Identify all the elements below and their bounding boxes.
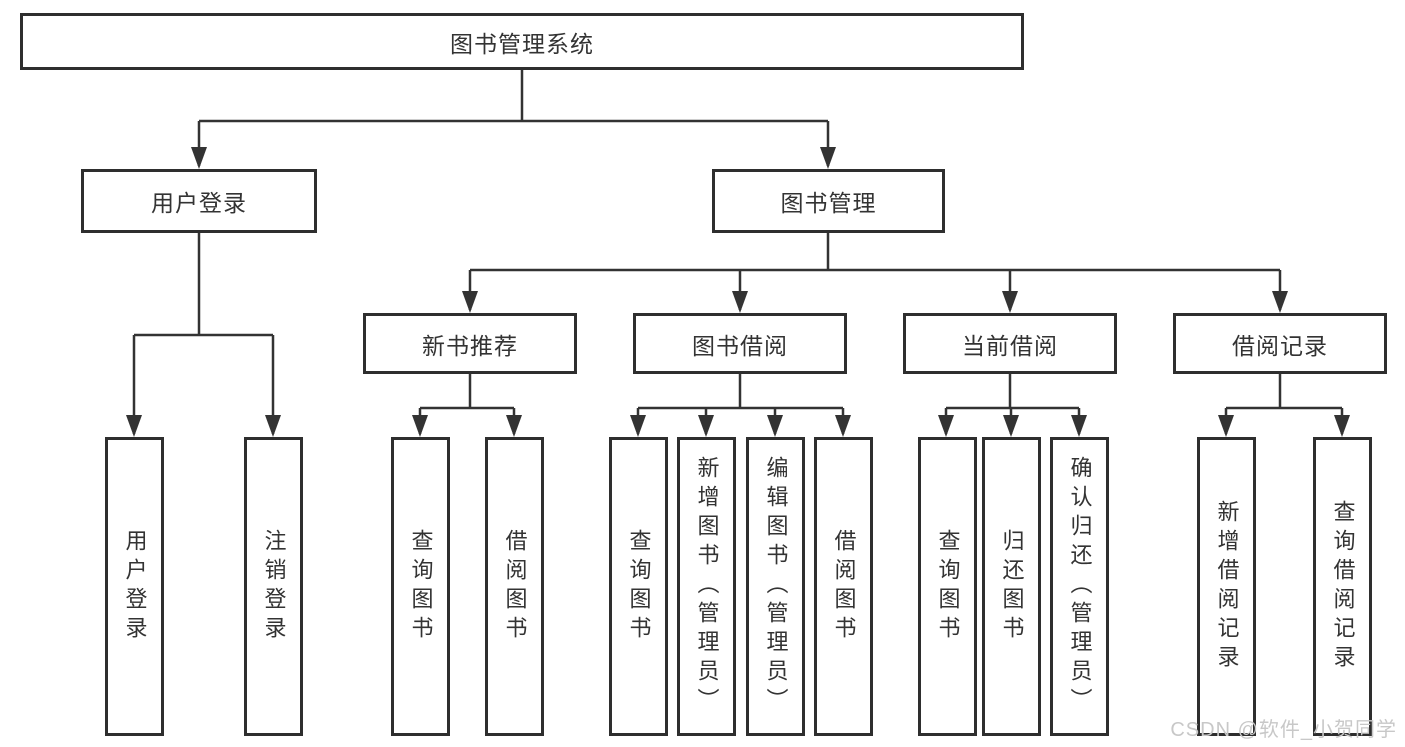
leaf-add-borrow-record-label: 新增借阅记录 (1214, 499, 1240, 674)
leaf-confirm-return-admin: 确认归还（管理员） (1050, 437, 1109, 736)
leaf-borrow-books-2-label: 借阅图书 (831, 528, 857, 645)
node-book-borrowing-label: 图书借阅 (692, 332, 788, 359)
leaf-return-book: 归还图书 (982, 437, 1041, 736)
arrowheads (126, 147, 1350, 437)
node-user-login-branch: 用户登录 (81, 169, 317, 233)
leaf-borrow-books-1: 借阅图书 (485, 437, 544, 736)
node-borrowing-records-label: 借阅记录 (1232, 332, 1328, 359)
leaf-query-books-3-label: 查询图书 (935, 528, 961, 645)
node-library-system-label: 图书管理系统 (450, 30, 594, 57)
leaf-query-borrow-record-label: 查询借阅记录 (1330, 499, 1356, 674)
node-user-login-branch-label: 用户登录 (151, 190, 247, 216)
leaf-add-borrow-record: 新增借阅记录 (1197, 437, 1256, 736)
node-book-management: 图书管理 (712, 169, 945, 233)
leaf-edit-book-admin-label: 编辑图书（管理员） (763, 456, 789, 717)
leaf-logout-label: 注销登录 (261, 528, 287, 645)
leaf-confirm-return-admin-label: 确认归还（管理员） (1067, 456, 1093, 717)
leaf-query-books-2-label: 查询图书 (626, 528, 652, 645)
watermark: CSDN @软件_小贺同学 (1170, 719, 1397, 741)
leaf-query-books-2: 查询图书 (609, 437, 668, 736)
leaf-add-book-admin-label: 新增图书（管理员） (694, 456, 720, 717)
leaf-return-book-label: 归还图书 (999, 528, 1025, 645)
node-book-management-label: 图书管理 (780, 190, 877, 216)
leaf-user-login-label: 用户登录 (122, 528, 148, 645)
leaf-user-login: 用户登录 (105, 437, 164, 736)
leaf-query-books-3: 查询图书 (918, 437, 977, 736)
leaf-borrow-books-1-label: 借阅图书 (502, 528, 528, 645)
node-new-book-recommend-label: 新书推荐 (422, 332, 518, 359)
leaf-edit-book-admin: 编辑图书（管理员） (746, 437, 805, 736)
node-book-borrowing: 图书借阅 (633, 313, 847, 374)
leaf-add-book-admin: 新增图书（管理员） (677, 437, 736, 736)
leaf-logout: 注销登录 (244, 437, 303, 736)
node-current-borrowing-label: 当前借阅 (962, 332, 1058, 359)
leaf-borrow-books-2: 借阅图书 (814, 437, 873, 736)
node-borrowing-records: 借阅记录 (1173, 313, 1387, 374)
node-library-system: 图书管理系统 (20, 13, 1024, 70)
node-new-book-recommend: 新书推荐 (363, 313, 577, 374)
node-current-borrowing: 当前借阅 (903, 313, 1117, 374)
leaf-query-books-1-label: 查询图书 (408, 528, 434, 645)
leaf-query-books-1: 查询图书 (391, 437, 450, 736)
leaf-query-borrow-record: 查询借阅记录 (1313, 437, 1372, 736)
